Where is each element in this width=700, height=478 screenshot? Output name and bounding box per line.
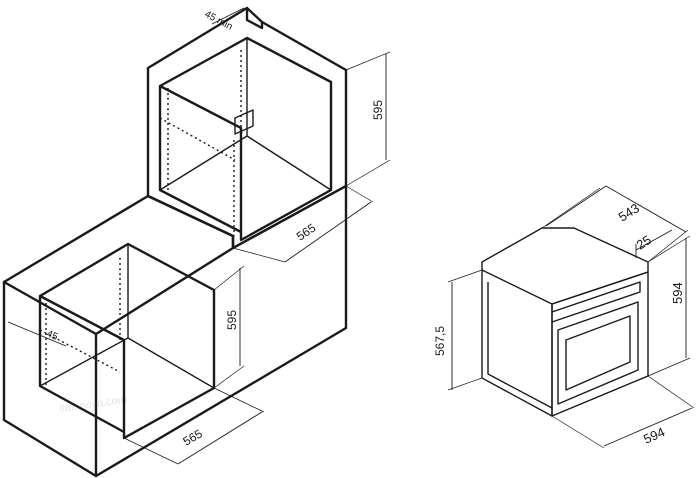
upper-front-rail bbox=[234, 109, 254, 135]
oven-body-inner bbox=[487, 282, 553, 409]
oven: 543 25 594 567,5 594 bbox=[433, 185, 695, 449]
dim-label-565-lower: 565 bbox=[181, 426, 206, 448]
dim-label-594-height: 594 bbox=[670, 282, 685, 304]
oven-top-face bbox=[481, 227, 649, 305]
oven-body bbox=[481, 270, 553, 417]
dim-label-594-width: 594 bbox=[641, 424, 667, 447]
lower-hidden-edges bbox=[39, 258, 121, 388]
upper-hidden-edges bbox=[159, 50, 242, 236]
dim-label-45: 45 bbox=[45, 329, 60, 344]
lower-cabinet-outline bbox=[2, 184, 348, 478]
dim-ext-595-lower bbox=[213, 265, 245, 389]
dim-ext-567 bbox=[447, 269, 483, 391]
dim-ext-543 bbox=[541, 187, 689, 263]
dim-ext-594-width bbox=[551, 375, 695, 449]
dim-label-567: 567,5 bbox=[433, 326, 447, 356]
dim-label-45min: 45 min bbox=[203, 9, 235, 33]
upper-cabinet: 45 min 595 565 bbox=[146, 6, 391, 263]
dim-line-45min bbox=[211, 7, 245, 25]
dim-ext-595-upper bbox=[345, 51, 391, 187]
dim-line-594-width bbox=[603, 407, 693, 447]
dim-label-595-upper: 595 bbox=[371, 100, 385, 120]
upper-niche-back-edges bbox=[159, 38, 332, 191]
oven-door bbox=[557, 301, 639, 405]
watermark: italonova.com bbox=[59, 394, 128, 415]
dim-line-565-upper bbox=[284, 201, 372, 263]
dim-ext-594-height bbox=[647, 235, 691, 377]
oven-control-strip bbox=[551, 281, 641, 323]
upper-niche-opening bbox=[158, 36, 333, 242]
dim-ext-565-upper bbox=[232, 185, 374, 263]
upper-cabinet-top-notch bbox=[245, 6, 264, 30]
dim-line-45 bbox=[7, 321, 67, 347]
dim-label-565-upper: 565 bbox=[294, 221, 319, 244]
dim-line-25 bbox=[635, 229, 673, 258]
lower-cabinet: 45 595 565 bbox=[2, 184, 348, 478]
oven-door-window bbox=[565, 315, 631, 391]
lower-niche-back-edges bbox=[39, 244, 215, 389]
dim-label-595-lower: 595 bbox=[225, 310, 239, 330]
dim-ext-565-lower bbox=[123, 387, 265, 465]
dim-line-543 bbox=[545, 185, 687, 233]
dim-line-565-lower bbox=[177, 411, 263, 465]
dim-label-25: 25 bbox=[634, 232, 654, 252]
